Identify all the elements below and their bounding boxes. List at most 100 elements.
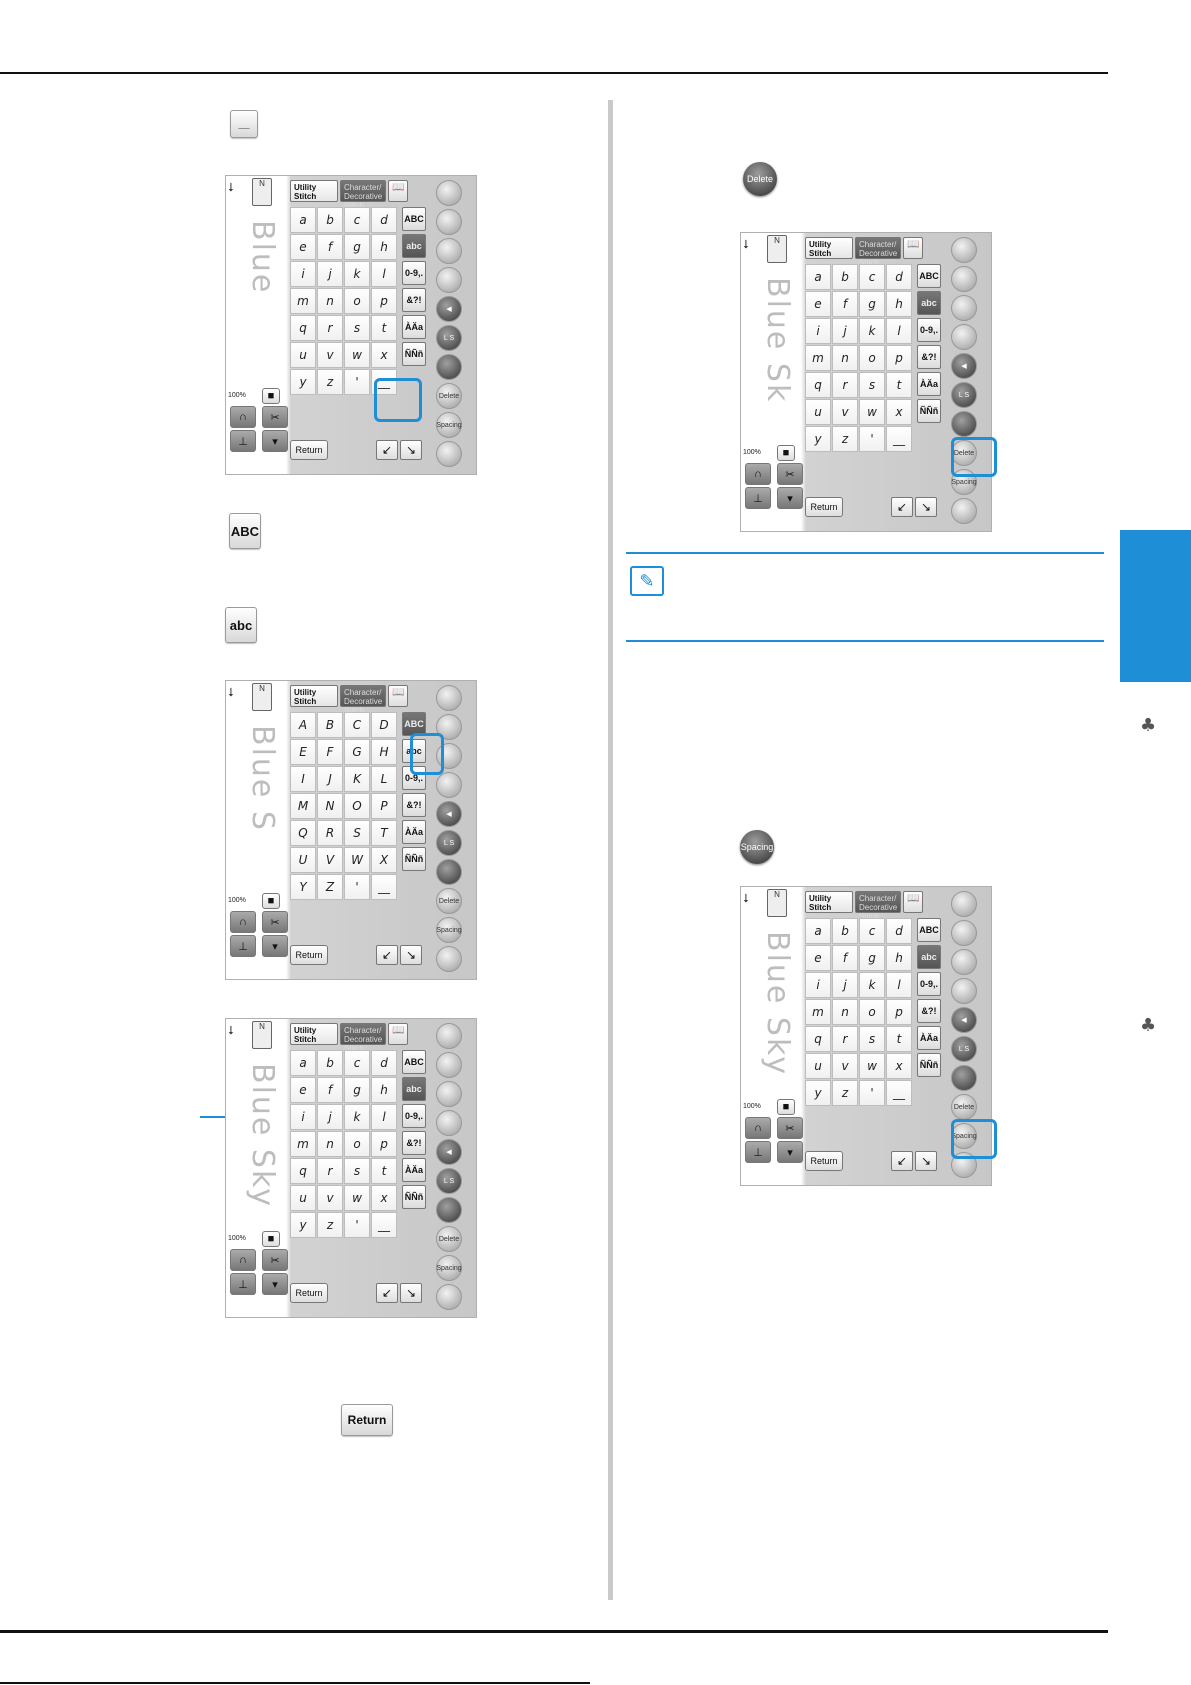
spacing-button[interactable]: Spacing [951, 1123, 977, 1149]
delete-button[interactable]: Delete [436, 383, 462, 409]
character-key[interactable]: j [832, 972, 858, 998]
character-key[interactable]: u [805, 1053, 831, 1079]
book-icon[interactable]: 📖 [903, 237, 923, 259]
character-key[interactable]: m [290, 288, 316, 314]
character-key[interactable]: o [859, 999, 885, 1025]
charset-key-3[interactable]: &?! [402, 793, 426, 817]
character-key[interactable]: T [371, 820, 397, 846]
character-key[interactable]: n [832, 999, 858, 1025]
function-button-3[interactable] [436, 772, 462, 798]
charset-key-0[interactable]: ABC [402, 712, 426, 736]
cursor-left-button[interactable]: ↙ [376, 440, 398, 460]
character-key[interactable]: t [371, 1158, 397, 1184]
cursor-right-button[interactable]: ↘ [400, 440, 422, 460]
book-icon[interactable]: 📖 [388, 1023, 408, 1045]
function-button-2[interactable] [436, 238, 462, 264]
character-key[interactable]: b [832, 918, 858, 944]
tab-utility-stitch[interactable]: Utility Stitch [805, 891, 853, 913]
function-button-0[interactable] [951, 237, 977, 263]
character-key[interactable]: e [290, 234, 316, 260]
function-button-1[interactable] [436, 209, 462, 235]
character-key[interactable]: y [805, 426, 831, 452]
character-key[interactable]: u [290, 342, 316, 368]
character-key[interactable]: t [886, 372, 912, 398]
machine-control-button[interactable]: ∩ [745, 1117, 771, 1139]
tab-utility-stitch[interactable]: Utility Stitch [805, 237, 853, 259]
character-key[interactable]: j [317, 1104, 343, 1130]
character-key[interactable]: r [832, 1026, 858, 1052]
cursor-right-button[interactable]: ↘ [915, 497, 937, 517]
character-key[interactable]: n [317, 1131, 343, 1157]
machine-control-button[interactable]: ⊥ [230, 935, 256, 957]
tab-character-decorative[interactable]: Character/ Decorative Stitch [340, 1023, 386, 1053]
character-key[interactable]: n [832, 345, 858, 371]
character-key[interactable]: f [832, 291, 858, 317]
character-key[interactable]: ' [859, 1080, 885, 1106]
character-key[interactable]: y [805, 1080, 831, 1106]
character-key[interactable]: g [344, 234, 370, 260]
character-key[interactable]: g [344, 1077, 370, 1103]
function-button-0[interactable] [951, 891, 977, 917]
character-key[interactable]: h [886, 945, 912, 971]
character-key[interactable]: j [832, 318, 858, 344]
character-key[interactable]: f [832, 945, 858, 971]
function-button-9[interactable] [436, 946, 462, 972]
return-button[interactable]: Return [805, 497, 843, 517]
machine-control-button[interactable]: ▾ [262, 1273, 288, 1295]
machine-control-button[interactable]: ✂ [777, 1117, 803, 1139]
character-key[interactable]: l [371, 261, 397, 287]
character-key[interactable]: R [317, 820, 343, 846]
cursor-left-button[interactable]: ↙ [891, 497, 913, 517]
character-key[interactable]: S [344, 820, 370, 846]
character-key[interactable]: r [317, 315, 343, 341]
character-key[interactable]: w [859, 399, 885, 425]
character-key[interactable]: F [317, 739, 343, 765]
character-key[interactable]: G [344, 739, 370, 765]
function-button-1[interactable] [951, 920, 977, 946]
character-key[interactable]: d [371, 207, 397, 233]
function-button-5[interactable]: L S [951, 1036, 977, 1062]
charset-key-3[interactable]: &?! [917, 999, 941, 1023]
delete-button[interactable]: Delete [436, 1226, 462, 1252]
function-button-4[interactable]: ◀ [436, 801, 462, 827]
spacing-button[interactable]: Spacing [436, 917, 462, 943]
character-key[interactable]: Y [290, 874, 316, 900]
machine-control-button[interactable]: ■ [262, 1231, 280, 1247]
machine-control-button[interactable]: ■ [777, 1099, 795, 1115]
function-button-2[interactable] [951, 949, 977, 975]
character-key[interactable]: v [317, 342, 343, 368]
charset-key-3[interactable]: &?! [402, 288, 426, 312]
character-key[interactable]: v [832, 1053, 858, 1079]
character-key[interactable]: X [371, 847, 397, 873]
function-button-5[interactable]: L S [951, 382, 977, 408]
spacing-button[interactable]: Spacing [436, 1255, 462, 1281]
character-key[interactable]: p [371, 1131, 397, 1157]
charset-key-3[interactable]: &?! [917, 345, 941, 369]
character-key[interactable]: q [290, 1158, 316, 1184]
character-key[interactable]: w [344, 1185, 370, 1211]
charset-key-0[interactable]: ABC [917, 264, 941, 288]
character-key[interactable]: b [317, 1050, 343, 1076]
machine-control-button[interactable]: ▾ [262, 430, 288, 452]
cursor-right-button[interactable]: ↘ [400, 945, 422, 965]
space-key[interactable]: __ [371, 874, 397, 900]
character-key[interactable]: y [290, 369, 316, 395]
function-button-5[interactable]: L S [436, 325, 462, 351]
character-key[interactable]: Z [317, 874, 343, 900]
space-key[interactable]: __ [886, 1080, 912, 1106]
character-key[interactable]: J [317, 766, 343, 792]
spacing-button[interactable]: Spacing [951, 469, 977, 495]
machine-control-button[interactable]: ▾ [777, 1141, 803, 1163]
character-key[interactable]: l [886, 972, 912, 998]
charset-key-4[interactable]: ÀÄa [917, 372, 941, 396]
character-key[interactable]: ' [344, 369, 370, 395]
function-button-5[interactable]: L S [436, 830, 462, 856]
function-button-0[interactable] [436, 180, 462, 206]
tab-character-decorative[interactable]: Character/ Decorative Stitch [340, 180, 386, 210]
charset-key-1[interactable]: abc [402, 739, 426, 763]
function-button-9[interactable] [951, 498, 977, 524]
character-key[interactable]: h [886, 291, 912, 317]
character-key[interactable]: e [805, 945, 831, 971]
charset-key-1[interactable]: abc [402, 1077, 426, 1101]
charset-key-1[interactable]: abc [917, 945, 941, 969]
